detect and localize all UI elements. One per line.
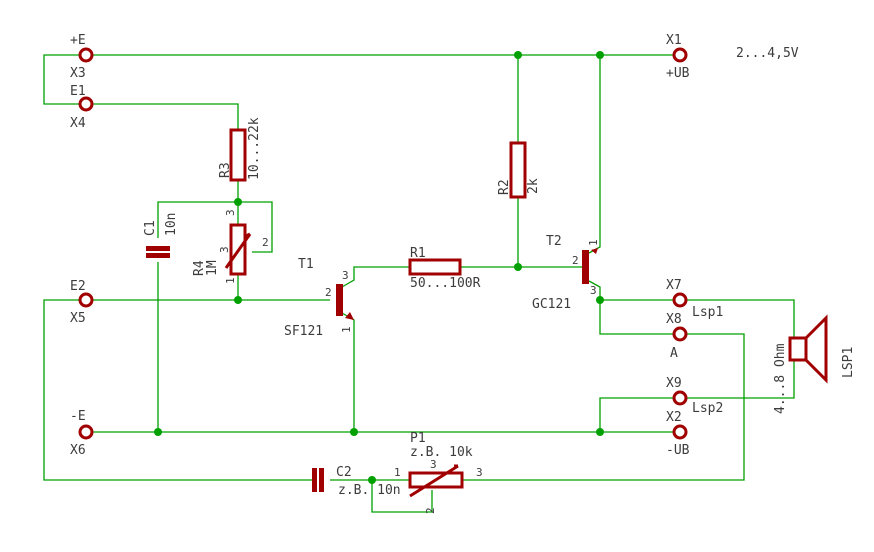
pin-p1-3: 3 (476, 466, 483, 479)
label-x9: X9 (666, 376, 682, 391)
label-x3: X3 (70, 66, 86, 81)
label-x2: X2 (666, 410, 682, 425)
terminal-x8[interactable] (672, 326, 688, 342)
terminal-x5[interactable] (78, 292, 94, 308)
pin-t2-3: 3 (590, 284, 597, 297)
label-p1: P1 (410, 431, 426, 446)
label-e2: E2 (70, 279, 86, 294)
label-r1-value: 50...100R (410, 276, 481, 291)
resistor-r2[interactable] (509, 141, 527, 199)
capacitor-c2[interactable] (312, 468, 324, 492)
junction-dot (596, 428, 604, 436)
label-r2-value: 2k (526, 178, 541, 194)
label-e1: E1 (70, 84, 86, 99)
pin-t2-2: 2 (572, 254, 579, 267)
label-c2-value: z.B. 10n (338, 483, 401, 498)
label-t1-type: SF121 (284, 324, 323, 339)
label-t1: T1 (298, 257, 314, 272)
label-r4-value: 1M (205, 260, 220, 276)
terminal-x1[interactable] (672, 47, 688, 63)
junction-dot (514, 51, 522, 59)
label-lsp1: Lsp1 (692, 305, 723, 320)
junction-dot (350, 428, 358, 436)
terminal-x6[interactable] (78, 424, 94, 440)
label-t2-type: GC121 (532, 297, 571, 312)
pin-r4-2: 2 (262, 236, 269, 249)
label-a: A (670, 346, 678, 361)
junction-dot (154, 428, 162, 436)
resistor-r1[interactable] (408, 258, 462, 276)
label-plus-ub: +UB (666, 66, 690, 81)
label-c1: C1 (143, 220, 158, 236)
junction-dot (596, 296, 604, 304)
junction-dot (596, 51, 604, 59)
terminal-x9[interactable] (672, 390, 688, 406)
label-r3: R3 (218, 162, 233, 178)
label-x5: X5 (70, 311, 86, 326)
pin-p1-3-upper: 3 (430, 458, 437, 471)
label-lsp2: Lsp2 (692, 401, 723, 416)
junction-dot (368, 476, 376, 484)
label-plus-e: +E (70, 33, 86, 48)
label-x7: X7 (666, 278, 682, 293)
speaker-icon[interactable] (788, 314, 828, 384)
capacitor-c1[interactable] (146, 246, 170, 258)
label-x4: X4 (70, 116, 86, 131)
potentiometer-p1[interactable] (408, 464, 464, 498)
label-x6: X6 (70, 443, 86, 458)
label-p1-value: z.B. 10k (410, 445, 473, 460)
terminal-x3[interactable] (78, 47, 94, 63)
potentiometer-r4[interactable] (224, 223, 252, 276)
resistor-r3[interactable] (229, 128, 247, 182)
pin-t1-3: 3 (342, 269, 349, 282)
label-r2: R2 (497, 179, 512, 195)
label-r4: R4 (192, 260, 207, 276)
pin-p1-1: 1 (394, 466, 401, 479)
label-x8: X8 (666, 312, 682, 327)
label-t2: T2 (546, 234, 562, 249)
label-c2: C2 (336, 465, 352, 480)
junction-dot (234, 198, 242, 206)
label-r1: R1 (410, 246, 426, 261)
label-x1: X1 (666, 33, 682, 48)
junction-dot (234, 296, 242, 304)
pin-p1-2: 2 (424, 507, 437, 514)
junction-dot (514, 263, 522, 271)
transistor-t1[interactable] (336, 284, 354, 320)
pin-r4-3: 3 (218, 246, 231, 253)
pin-t1-2: 2 (325, 286, 332, 299)
terminal-x2[interactable] (672, 424, 688, 440)
label-minus-ub: -UB (666, 443, 690, 458)
pin-t1-1: 1 (340, 326, 353, 333)
label-voltage: 2...4,5V (736, 46, 799, 61)
pin-r4-3-upper: 3 (224, 209, 237, 216)
transistor-t2[interactable] (582, 248, 598, 284)
pin-t2-1: 1 (587, 239, 600, 246)
label-c1-value: 10n (164, 213, 179, 236)
label-minus-e: -E (70, 409, 86, 424)
label-speaker-value: 4...8 Ohm (773, 343, 788, 414)
label-r3-value: 10...22k (247, 117, 262, 180)
label-lsp1-part: LSP1 (841, 347, 856, 378)
pin-r4-1: 1 (224, 277, 237, 284)
terminal-x4[interactable] (78, 96, 94, 112)
terminal-x7[interactable] (672, 292, 688, 308)
junctions (154, 51, 604, 484)
terminals (78, 47, 688, 440)
